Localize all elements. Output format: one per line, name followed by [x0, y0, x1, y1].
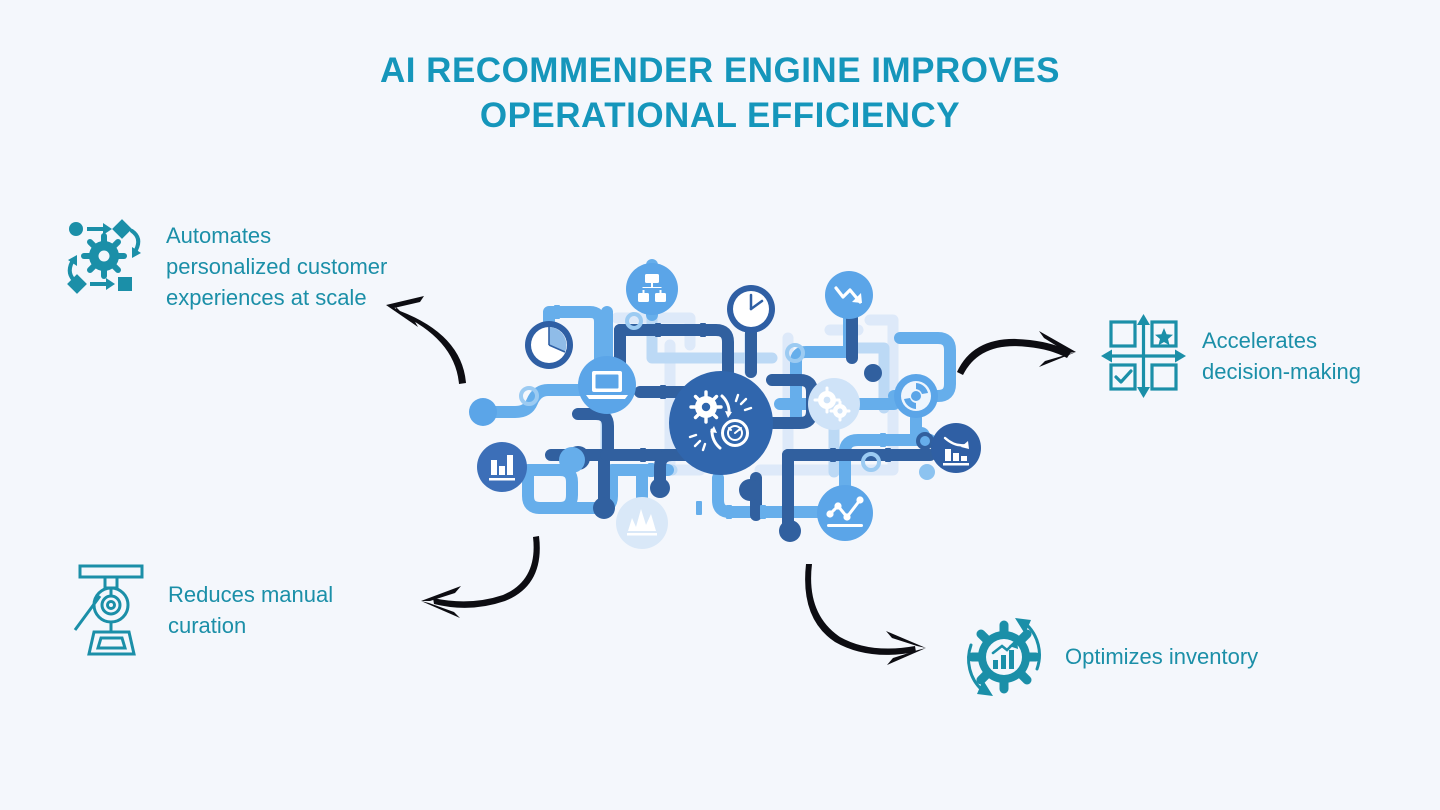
check-icon — [1114, 369, 1133, 384]
callout-reduces-text: Reduces manual curation — [168, 582, 334, 638]
cycle-arrows-icon — [967, 622, 1041, 692]
cross-arrows-icon — [1105, 318, 1182, 394]
callout-optimizes-text: Optimizes inventory — [1065, 644, 1259, 669]
growth-bars-icon — [993, 650, 1014, 669]
bar-chart-down-icon — [943, 449, 969, 466]
node-clock — [727, 285, 775, 333]
callout-automates-text: Automates personalized customer experien… — [166, 223, 388, 310]
page-title-line-1: AI RECOMMENDER ENGINE IMPROVES — [379, 51, 1061, 90]
dual-gear-cycle-icon — [688, 390, 753, 452]
decision-matrix-icon — [1101, 314, 1186, 398]
node-gears — [808, 378, 860, 430]
arrow-to-reduces — [421, 536, 540, 618]
pulley-hoist-icon — [73, 564, 144, 656]
page-title-line-2: OPERATIONAL EFFICIENCY — [479, 96, 961, 135]
pie-chart-icon — [548, 327, 567, 353]
trend-down-arrowhead — [852, 293, 862, 303]
arrow-to-optimizes — [805, 564, 926, 665]
node-pie-chart — [525, 321, 573, 369]
callout-accelerates: Accelerates decision-making — [1098, 310, 1361, 402]
network-endpoint-dots — [469, 364, 935, 542]
node-area-chart — [616, 497, 668, 549]
arrow-to-automates — [386, 296, 466, 384]
gear-growth-chart-cycle-icon — [967, 618, 1041, 696]
callout-accelerates-text: Accelerates decision-making — [1202, 328, 1361, 384]
refresh-sync-icon — [904, 383, 928, 409]
callout-optimizes: Optimizes inventory — [955, 608, 1258, 706]
node-laptop — [578, 356, 636, 414]
hierarchy-icon — [638, 274, 666, 302]
clock-icon — [749, 293, 764, 311]
ai-engine-hub — [669, 371, 773, 475]
callout-automates: Automates personalized customer experien… — [62, 214, 387, 313]
node-bar-chart — [477, 442, 527, 492]
node-line-chart — [817, 485, 873, 541]
callout-reduces: Reduces manual curation — [72, 562, 333, 658]
node-bar-chart-down — [931, 423, 981, 473]
line-chart-icon — [828, 498, 862, 519]
gear-icon — [81, 233, 127, 279]
laptop-icon — [586, 371, 628, 399]
arrow-to-accelerates — [957, 331, 1076, 375]
node-trend-down — [825, 271, 873, 319]
page-title: AI RECOMMENDER ENGINE IMPROVES OPERATION… — [0, 48, 1440, 138]
node-sync — [894, 374, 938, 418]
area-chart-icon — [627, 509, 657, 536]
trend-down-icon — [834, 286, 862, 304]
node-hierarchy — [626, 263, 678, 315]
bar-chart-icon — [489, 455, 515, 481]
automation-gear-flow-icon — [67, 219, 141, 294]
